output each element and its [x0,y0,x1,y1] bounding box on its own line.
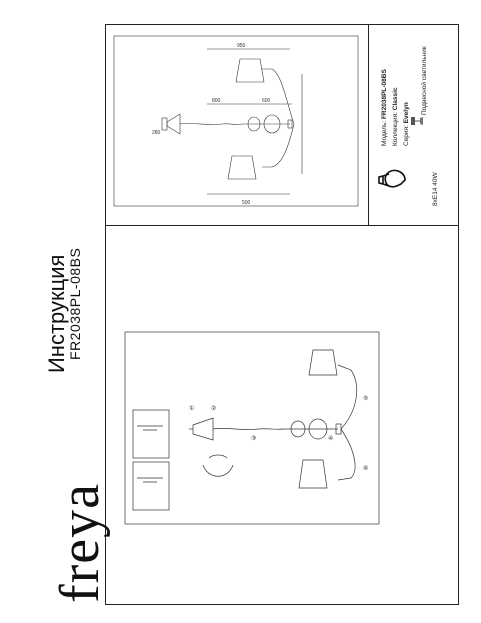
bulb-icon [378,169,406,188]
page-frame [105,24,459,605]
marker-4: ④ [328,435,333,442]
dim-canopy: 280 [152,130,161,136]
dim-top: 950 [237,43,246,49]
dim-bottom: 500 [242,200,251,206]
spec-series: Серия: Evelyn [403,102,410,146]
marker-3: ③ [251,435,256,442]
marker-1: ① [189,405,194,412]
marker-5: ⑤ [363,395,368,402]
dim-a: 800 [212,98,221,104]
marker-6: ⑥ [363,465,368,472]
spec-model-label: Модель: FR2038PL-08BS [381,69,388,146]
marker-2: ② [211,405,216,412]
spec-type: Подвесной светильник [421,46,428,115]
brand-logo: freya [49,482,111,603]
assembly-drawing: ① ② ③ ④ ⑤ ⑥ [124,331,380,525]
spec-collection: Коллекция: Classic [392,87,399,146]
spec-divider [368,24,369,225]
section-divider [105,225,459,226]
bulb-spec: 8xE14 40W [432,172,439,206]
model-code: FR2038PL-08BS [67,247,83,360]
dim-b: 600 [262,98,271,104]
pendant-icon [411,117,423,125]
dimension-drawing: 950 800 600 280 500 [113,35,359,207]
